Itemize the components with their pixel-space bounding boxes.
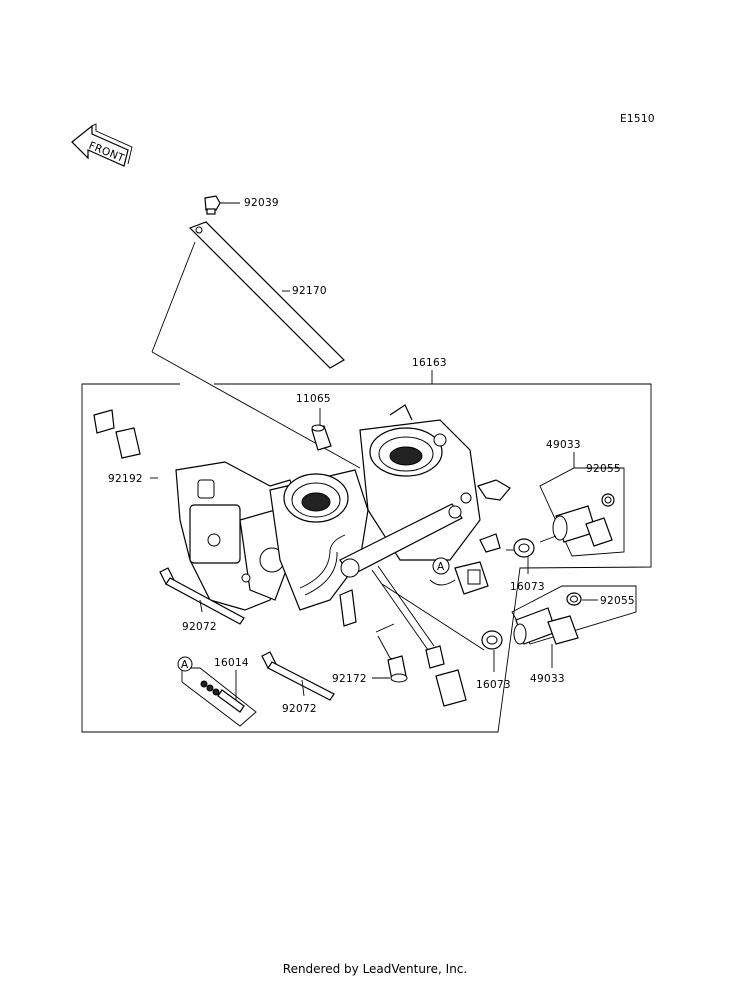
hose-92192 xyxy=(93,409,158,479)
part-label-16073-top: 16073 xyxy=(510,581,545,593)
part-label-92172: 92172 xyxy=(332,673,367,685)
cable-tie-92072-bottom xyxy=(261,651,335,701)
part-label-16014: 16014 xyxy=(214,657,249,669)
cap-11065 xyxy=(311,408,332,451)
kit-16014 xyxy=(177,656,257,727)
part-label-92072-bottom: 92072 xyxy=(282,703,317,715)
callout-a-kit: A xyxy=(181,659,189,671)
part-label-11065: 11065 xyxy=(296,393,331,405)
part-label-16163: 16163 xyxy=(412,357,447,369)
diagram-code: E1510 xyxy=(620,113,655,125)
throttle-body-assembly xyxy=(175,404,511,707)
strap-92170 xyxy=(151,221,361,469)
bolt-92039 xyxy=(204,195,240,215)
part-label-92170: 92170 xyxy=(292,285,327,297)
injector-group-top xyxy=(506,452,625,574)
part-label-92055-bottom: 92055 xyxy=(600,595,635,607)
part-label-16073-bottom: 16073 xyxy=(476,679,511,691)
front-arrow-icon: FRONT xyxy=(71,123,133,167)
part-label-92055-top: 92055 xyxy=(586,463,621,475)
injector-group-bottom xyxy=(481,585,637,672)
assembly-outline xyxy=(81,370,652,733)
part-label-92192: 92192 xyxy=(108,473,143,485)
callout-a-main: A xyxy=(437,561,445,573)
screw-92172 xyxy=(372,623,408,683)
part-label-49033-top: 49033 xyxy=(546,439,581,451)
part-label-49033-bottom: 49033 xyxy=(530,673,565,685)
part-label-92072-left: 92072 xyxy=(182,621,217,633)
footer-credit: Rendered by LeadVenture, Inc. xyxy=(282,962,468,976)
part-label-92039: 92039 xyxy=(244,197,279,209)
cable-tie-92072-left xyxy=(159,567,245,625)
